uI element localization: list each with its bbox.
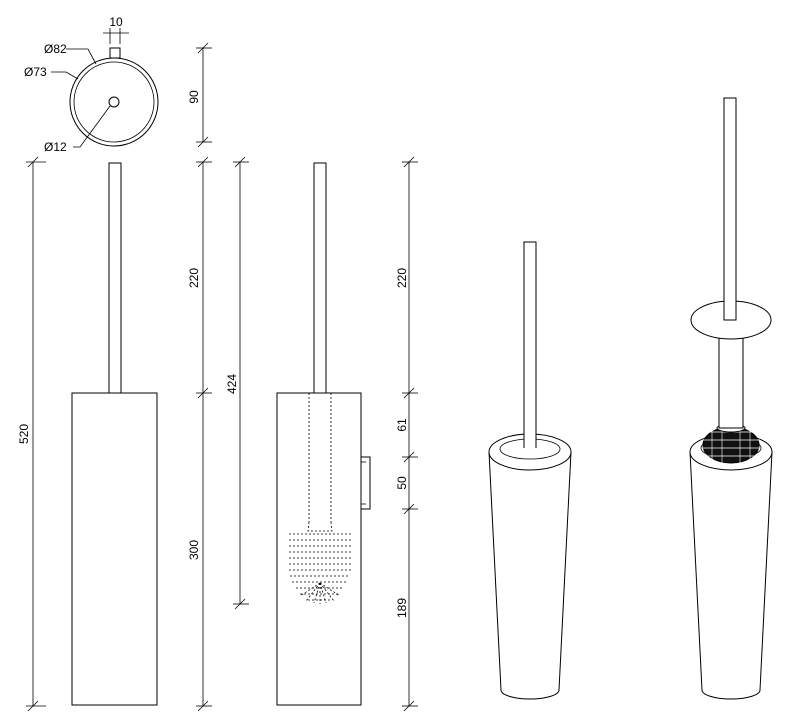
inner-circle	[73, 61, 155, 143]
center-hole	[108, 96, 120, 108]
front-handle	[108, 162, 122, 394]
leader-inner	[51, 71, 79, 80]
hole-diameter-label: Ø12	[44, 140, 67, 154]
brush-depth-label: 424	[225, 374, 239, 394]
perspective-assembled	[488, 241, 572, 700]
side-handle	[313, 162, 327, 394]
outer-diameter-label: Ø82	[44, 42, 67, 56]
perspective-exploded	[689, 97, 773, 700]
exploded-handle	[723, 97, 737, 321]
front-holder	[71, 392, 158, 706]
wall-bracket	[360, 456, 371, 510]
overall-height-label: 520	[17, 424, 31, 444]
exploded-brush-shaft	[718, 335, 744, 429]
bracket-height-label: 50	[395, 476, 409, 490]
leader-outer	[66, 48, 97, 65]
tab-width-label: 10	[109, 15, 123, 29]
exploded-holder-body	[689, 451, 773, 700]
top-view: 10 Ø82 Ø73 Ø12 90	[24, 15, 212, 154]
holder-height-label: 300	[187, 540, 201, 560]
exploded-brush-head	[702, 423, 760, 464]
hidden-brush-bristles	[289, 533, 351, 604]
leader-hole	[73, 105, 111, 148]
inner-diameter-label: Ø73	[24, 65, 47, 79]
front-view: 520 220 300	[17, 156, 212, 712]
bracket-to-base-label: 189	[395, 598, 409, 618]
to-bracket-label: 61	[395, 418, 409, 432]
side-handle-length-label: 220	[395, 268, 409, 288]
top-height-label: 90	[187, 90, 201, 104]
front-handle-length-label: 220	[187, 268, 201, 288]
side-view: 424	[225, 156, 418, 712]
mount-tab	[109, 47, 121, 59]
side-holder	[276, 392, 362, 706]
perspective-holder-body	[488, 451, 572, 700]
